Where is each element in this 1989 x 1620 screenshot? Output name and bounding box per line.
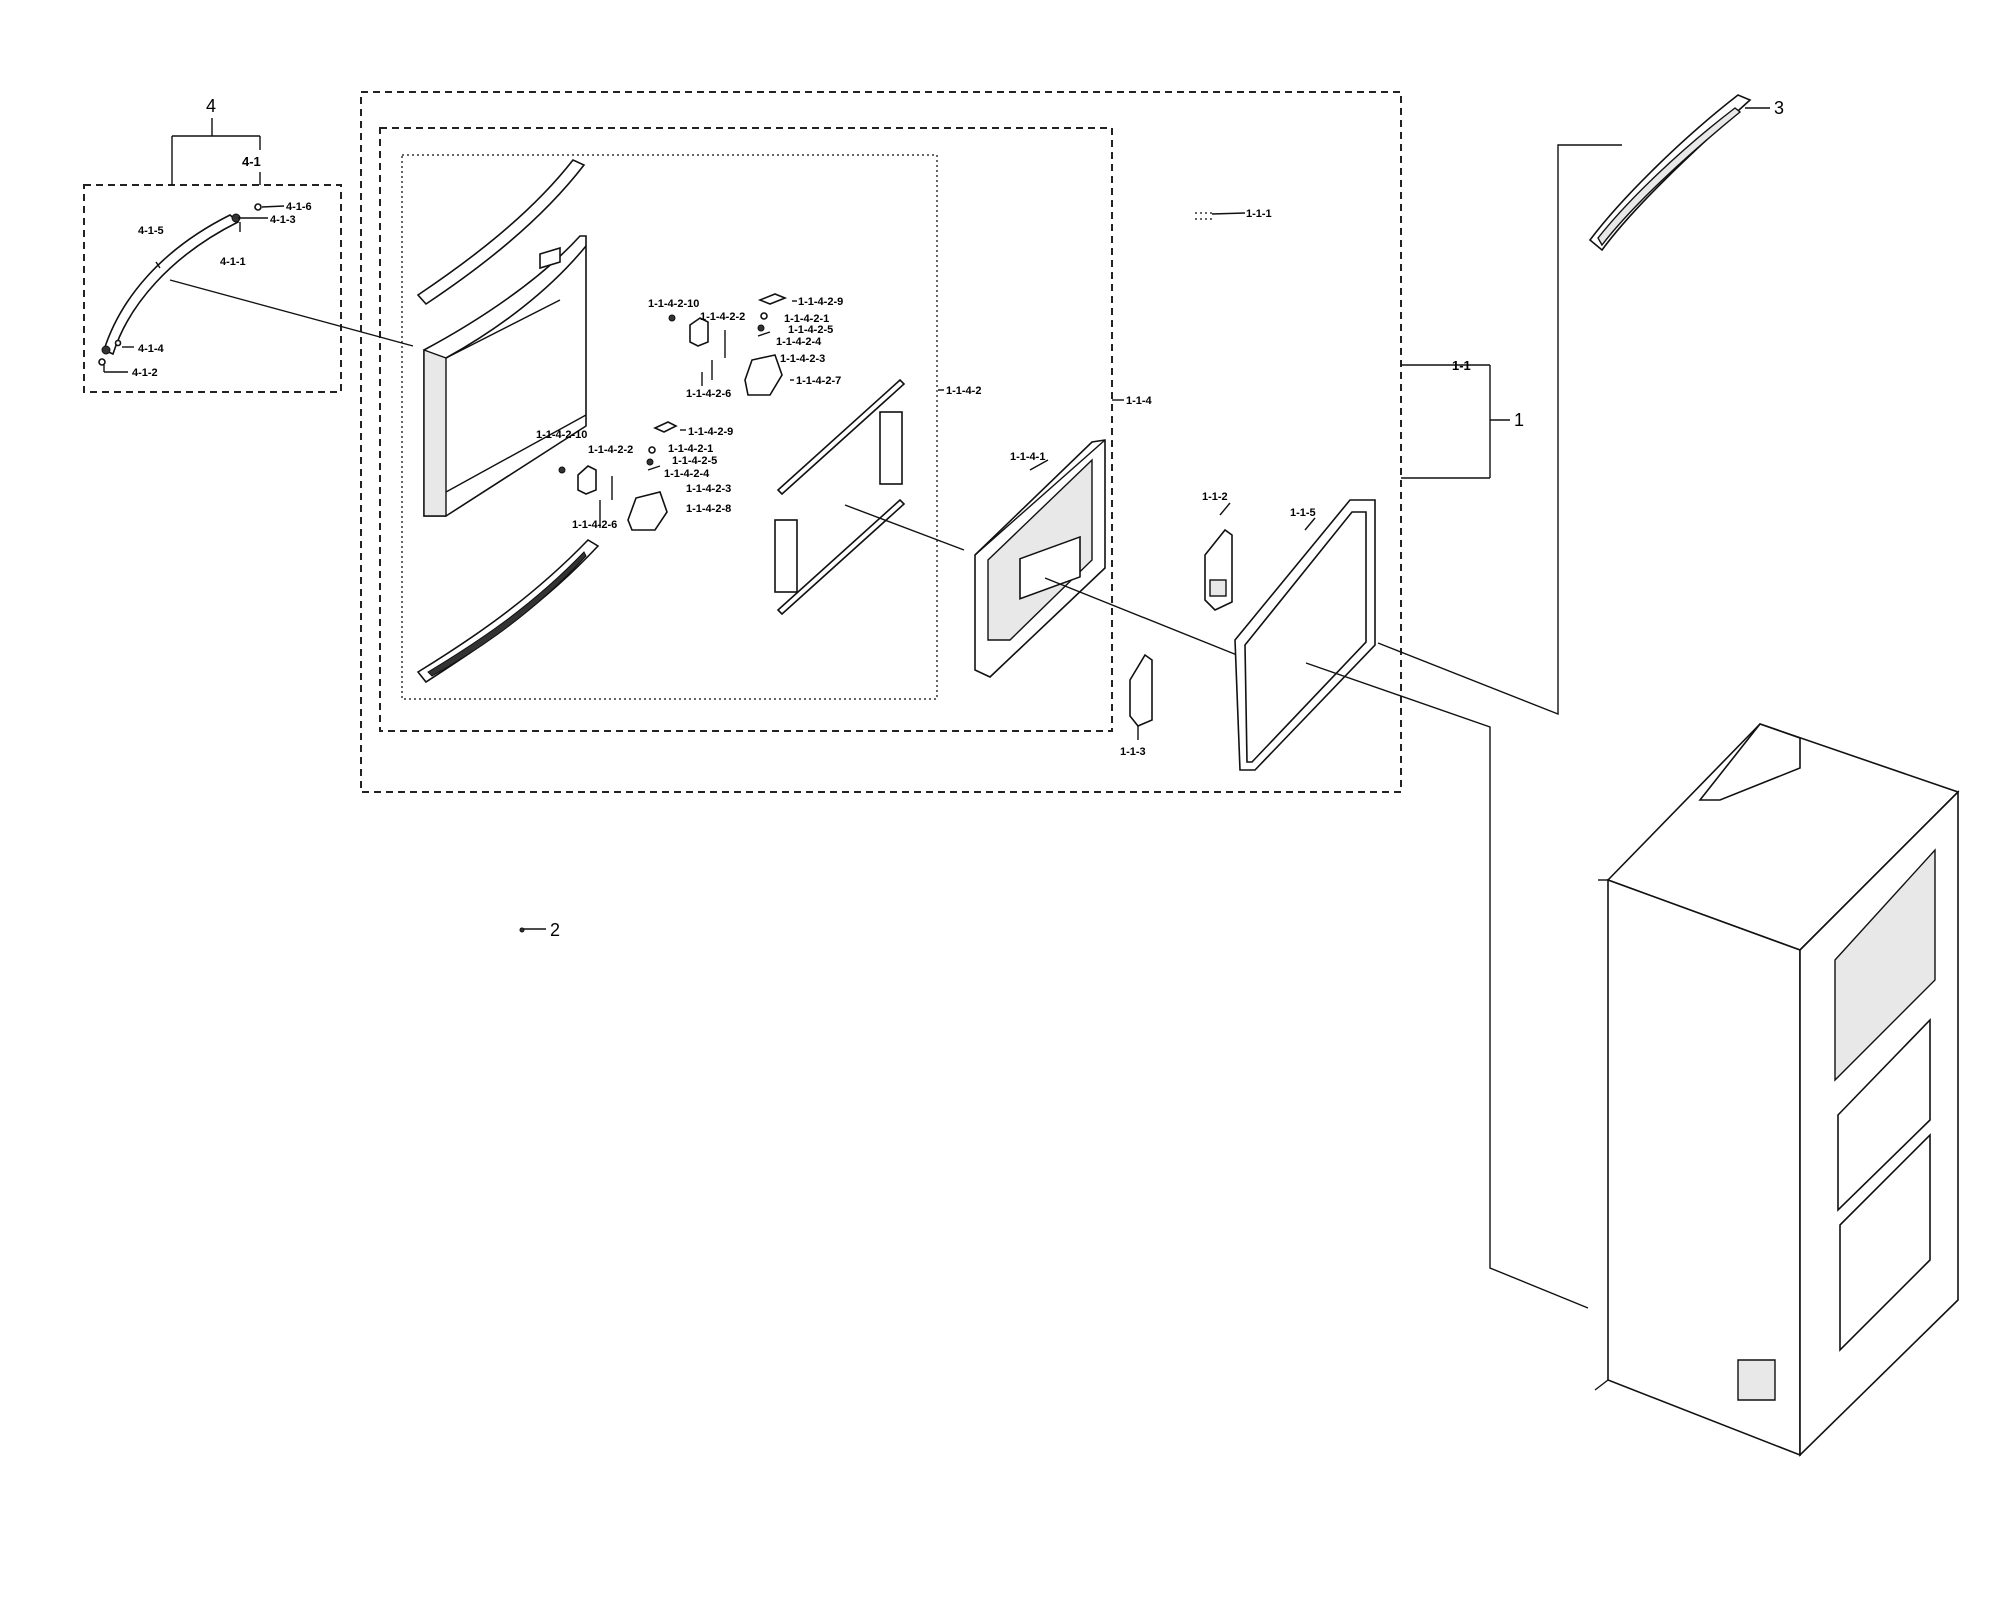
leader-handle — [169, 279, 414, 347]
label-1-1-4-2-2b: 1-1-4-2-2 — [588, 444, 633, 456]
door-top-cap — [416, 159, 586, 306]
label-4-1-6: 4-1-6 — [286, 201, 312, 213]
label-4-1-2: 4-1-2 — [132, 367, 158, 379]
leader-rail — [844, 504, 965, 551]
label-1-1-4-2-6a: 1-1-4-2-6 — [686, 388, 731, 400]
label-1-1-4-2: 1-1-4-2 — [946, 385, 981, 397]
label-1-1-4-2-5a: 1-1-4-2-5 — [788, 324, 833, 336]
hinge-assembly-lower — [558, 421, 678, 531]
label-2: 2 — [550, 920, 560, 940]
bracket-1-1-3 — [1129, 653, 1153, 727]
label-1-1-1: 1-1-1 — [1246, 208, 1272, 220]
label-4: 4 — [206, 96, 216, 116]
label-1-1-4-1: 1-1-4-1 — [1010, 451, 1045, 463]
assembly-1-1-4-box — [379, 127, 1113, 732]
handle-4-1-5 — [98, 203, 285, 373]
screws-1-1-1 — [1195, 212, 1246, 220]
label-1-1-4-2-4b: 1-1-4-2-4 — [664, 468, 710, 480]
label-3: 3 — [1774, 98, 1784, 118]
leader-lines-right — [1305, 144, 1622, 1309]
label-4-1-5: 4-1-5 — [138, 225, 164, 237]
assembly-1-1-box — [360, 91, 1402, 793]
label-1-1-4-2-10b: 1-1-4-2-10 — [536, 429, 587, 441]
label-1-1-4-2-3b: 1-1-4-2-3 — [686, 483, 731, 495]
label-1-1-4-2-8: 1-1-4-2-8 — [686, 503, 731, 515]
label-1-1-3: 1-1-3 — [1120, 746, 1146, 758]
label-4-1: 4-1 — [242, 154, 261, 169]
bracket-1 — [1401, 364, 1510, 479]
label-4-1-3: 4-1-3 — [270, 214, 296, 226]
inner-liner-1-1-4-1 — [974, 439, 1106, 678]
label-1-1-4-2-1b: 1-1-4-2-1 — [668, 443, 713, 455]
bracket-1-1-2 — [1204, 528, 1233, 611]
assembly-4-1-box — [83, 184, 342, 393]
label-1-1: 1-1 — [1452, 358, 1471, 373]
label-1-1-4-2-10a: 1-1-4-2-10 — [648, 298, 699, 310]
label-1-1-4-2-9a: 1-1-4-2-9 — [798, 296, 843, 308]
gasket-1-1-5 — [1234, 499, 1376, 771]
label-1-1-4-2-5b: 1-1-4-2-5 — [672, 455, 717, 467]
callout-leaders — [680, 300, 1316, 740]
top-trim-3 — [1588, 94, 1770, 252]
hinge-assembly-upper — [668, 293, 788, 396]
part-2 — [519, 927, 546, 933]
label-1-1-4-2-2a: 1-1-4-2-2 — [700, 311, 745, 323]
label-1-1-4-2-3a: 1-1-4-2-3 — [780, 353, 825, 365]
assembly-1-1-4-2-box — [401, 154, 938, 700]
label-1-1-4: 1-1-4 — [1126, 395, 1153, 407]
refrigerator-body — [1594, 723, 1960, 1457]
label-1-1-5: 1-1-5 — [1290, 507, 1316, 519]
rails-and-plates — [774, 378, 906, 616]
door-outer-panel — [423, 235, 587, 517]
label-1-1-4-2-6b: 1-1-4-2-6 — [572, 519, 617, 531]
label-1-1-4-2-4a: 1-1-4-2-4 — [776, 336, 822, 348]
label-1-1-4-2-1a: 1-1-4-2-1 — [784, 313, 829, 325]
callout-labels: 4 4-1 4-1-5 4-1-6 4-1-3 4-1-1 4-1-4 4-1-… — [132, 96, 1784, 940]
label-1-1-4-2-7: 1-1-4-2-7 — [796, 375, 841, 387]
door-bottom-cap — [416, 538, 600, 684]
leader-liner — [1044, 577, 1243, 658]
label-1-1-2: 1-1-2 — [1202, 491, 1228, 503]
label-4-1-1: 4-1-1 — [220, 256, 246, 268]
label-1-1-4-2-9b: 1-1-4-2-9 — [688, 426, 733, 438]
bracket-4 — [171, 118, 261, 185]
label-4-1-4: 4-1-4 — [138, 343, 165, 355]
label-1: 1 — [1514, 410, 1524, 430]
